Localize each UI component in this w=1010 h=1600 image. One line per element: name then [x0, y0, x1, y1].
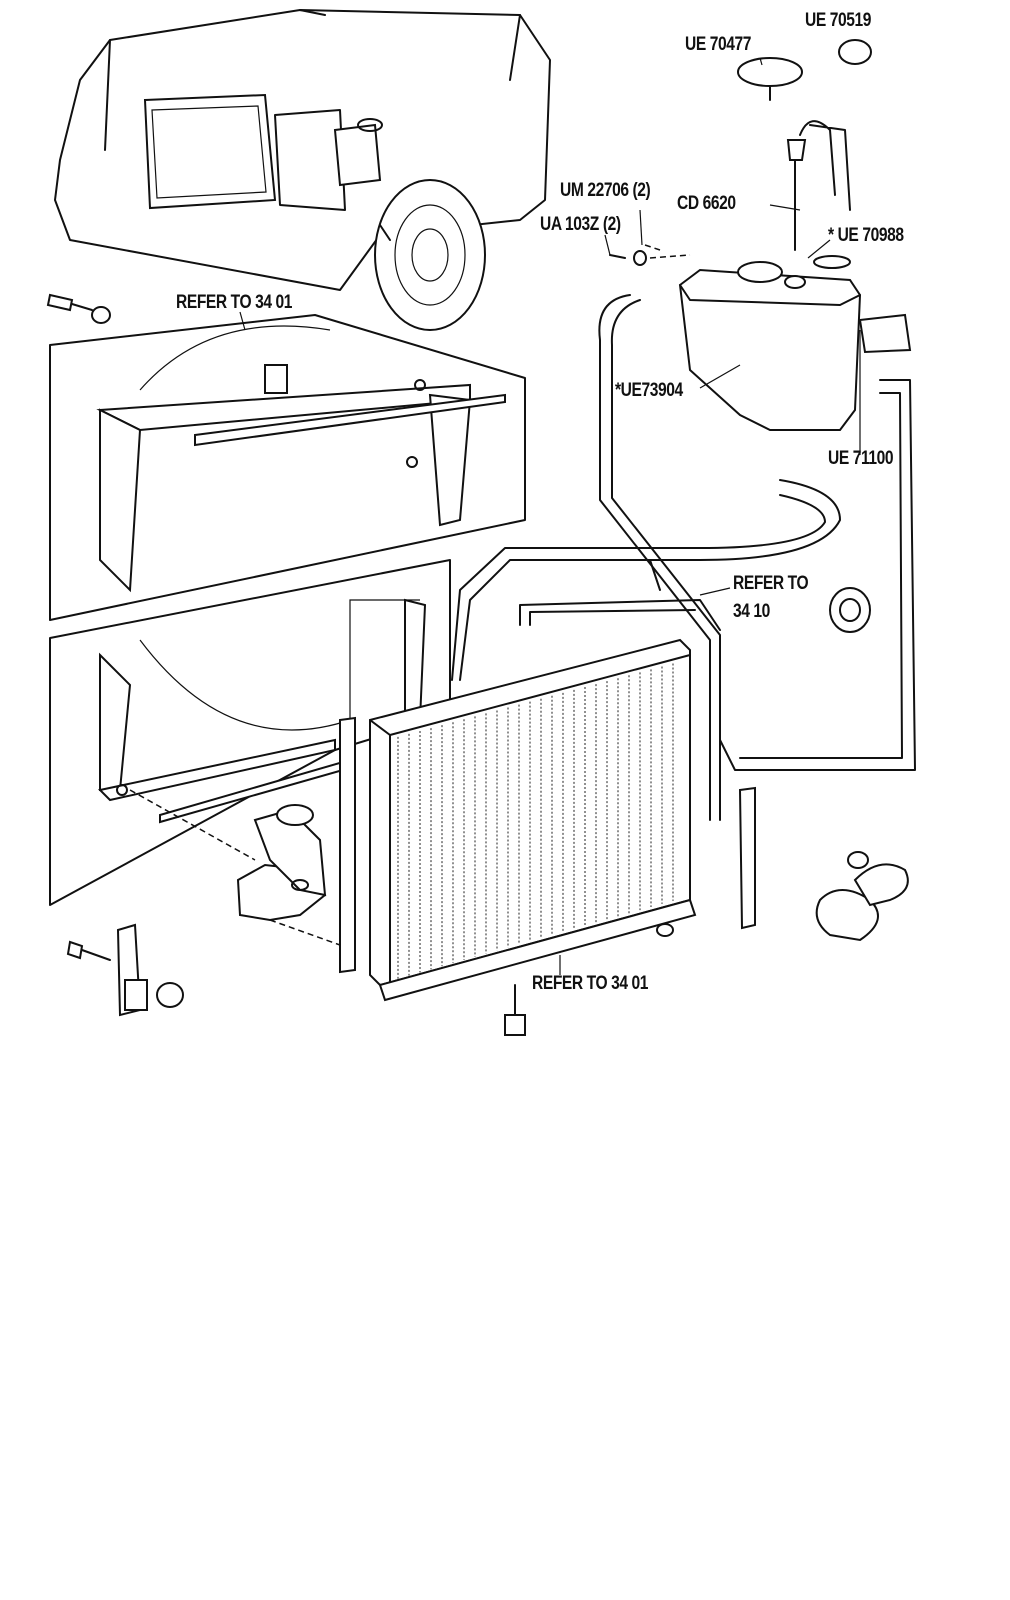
label-ue70988: * UE 70988	[828, 225, 904, 246]
label-ue70519: UE 70519	[805, 10, 872, 31]
label-ua103z: UA 103Z (2)	[540, 214, 621, 235]
label-refer-3410-line2: 34 10	[733, 601, 770, 622]
label-cd6620: CD 6620	[677, 193, 736, 214]
car-front-illustration	[54, 9, 551, 331]
label-um22706: UM 22706 (2)	[560, 180, 651, 201]
label-ue73904: *UE73904	[615, 380, 683, 401]
fan-shroud-upper-panel	[49, 314, 526, 621]
label-ue71100: UE 71100	[828, 448, 894, 469]
leader-lines	[239, 57, 861, 975]
coolant-hoses	[451, 294, 916, 821]
fan-shroud-lower-panel	[49, 559, 451, 906]
radiator-core	[339, 638, 697, 1002]
label-refer-bottom: REFER TO 34 01	[532, 973, 649, 994]
label-ue70477: UE 70477	[685, 34, 752, 55]
label-refer-3410-line1: REFER TO	[733, 573, 809, 594]
mounting-bracket	[129, 789, 341, 946]
expansion-tank	[609, 39, 912, 431]
label-refer-top: REFER TO 34 01	[176, 292, 293, 313]
fasteners	[46, 293, 909, 1036]
